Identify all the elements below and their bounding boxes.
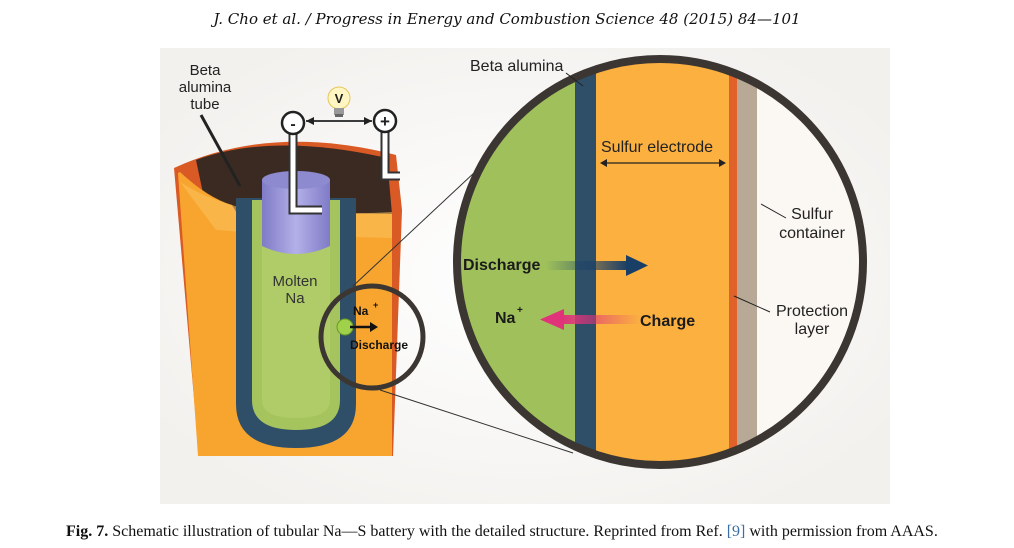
running-header: J. Cho et al. / Progress in Energy and C… [213,10,801,28]
tube-label-line2: alumina [179,79,232,96]
figure-caption: Fig. 7. Schematic illustration of tubula… [66,523,1006,541]
inset-discharge-label: Discharge [350,338,408,352]
protection-layer-label-line1: Protection [776,303,848,320]
sulfur-container-label-line1: Sulfur [791,206,833,223]
tube-pointer-line [199,114,242,187]
discharge-arrow-icon [546,261,628,270]
protection-layer-label-line2: layer [795,321,830,338]
inset-discharge-arrow-icon [370,322,378,332]
meter-symbol: V [335,91,344,106]
inset-ion-charge: + [373,300,378,310]
battery-cross-section: - + V Beta alumina tube Molten Na Na + D… [174,62,426,456]
light-bulb-icon [327,86,351,117]
discharge-label: Discharge [463,257,540,274]
figure-number: Fig. 7. [66,523,109,540]
zoom-ring [453,55,867,469]
sulfur-electrode-label: Sulfur electrode [601,139,713,156]
negative-terminal-symbol: - [290,116,295,133]
sodium-label-line2: Na [285,290,305,307]
sodium-label-line1: Molten [272,273,317,290]
sulfur-container-label-line2: container [779,225,845,242]
charge-label: Charge [640,313,695,330]
battery-schematic-figure: - + V Beta alumina tube Molten Na Na + D… [160,48,890,504]
positive-terminal-icon [372,108,398,134]
caption-text: Schematic illustration of tubular Na—S b… [112,523,723,540]
inset-magnifier-ring [318,283,426,391]
zoom-connector-bottom [379,389,574,454]
zoom-ion-charge: + [517,305,523,316]
negative-terminal-icon [280,110,306,136]
zoom-ion-label: Na [495,310,516,327]
beta-alumina-label: Beta alumina [470,58,563,75]
reference-link[interactable]: [9] [726,523,746,540]
inset-ion-label: Na [353,304,369,318]
tube-label-line1: Beta [190,62,222,79]
caption-text-end: with permission from AAAS. [749,523,938,540]
tube-label-line3: tube [190,96,219,113]
positive-terminal-symbol: + [380,112,390,131]
charge-arrow-icon [562,315,640,324]
